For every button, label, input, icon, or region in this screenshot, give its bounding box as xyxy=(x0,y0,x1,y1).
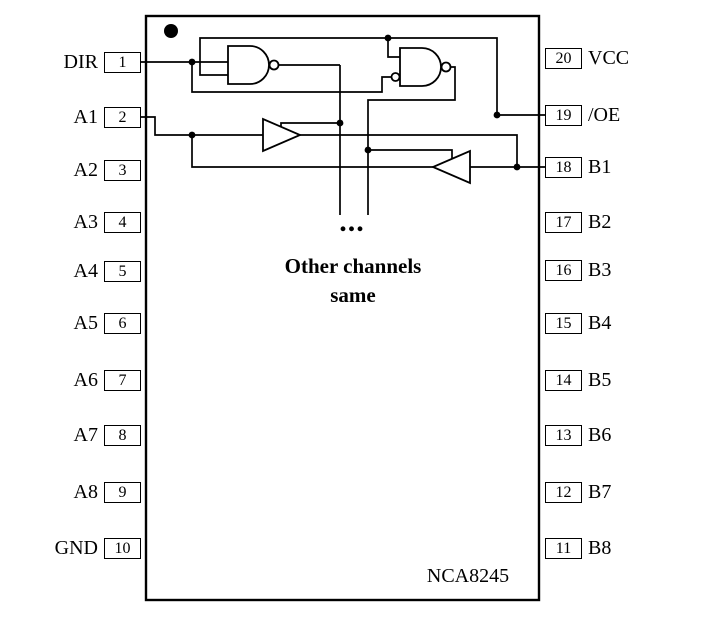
pin-box-14: 14 xyxy=(545,370,582,391)
oe-net-wire xyxy=(199,37,545,116)
pin-box-3: 3 xyxy=(104,160,141,181)
junction-dot xyxy=(513,163,521,171)
output-bubble-icon xyxy=(440,61,452,73)
nand-gate-1-icon xyxy=(227,45,280,85)
pin-label-b6: B6 xyxy=(588,424,612,446)
pin-box-16: 16 xyxy=(545,260,582,281)
junction-dots xyxy=(188,34,521,171)
pin-box-5: 5 xyxy=(104,261,141,282)
junction-dot xyxy=(384,34,392,42)
pin-box-6: 6 xyxy=(104,313,141,334)
a1-net-wire xyxy=(141,116,433,168)
pin-box-7: 7 xyxy=(104,370,141,391)
junction-dot xyxy=(188,131,196,139)
note-line-1: Other channels xyxy=(284,254,422,278)
pin-box-11: 11 xyxy=(545,538,582,559)
pin-label-b1: B1 xyxy=(588,156,612,178)
pin1-indicator-dot xyxy=(164,24,178,38)
nand-gate-2-icon xyxy=(390,47,452,87)
pin-label-a1: A1 xyxy=(73,106,98,128)
pin-box-9: 9 xyxy=(104,482,141,503)
pin-label-a8: A8 xyxy=(73,481,98,503)
pin-box-20: 20 xyxy=(545,48,582,69)
pin-label-dir: DIR xyxy=(63,51,98,73)
dir-net-wire xyxy=(141,61,391,93)
pin-label-a7: A7 xyxy=(73,424,98,446)
pin-label-b8: B8 xyxy=(588,537,612,559)
output-bubble-icon xyxy=(268,59,280,71)
pin-box-19: 19 xyxy=(545,105,582,126)
part-number: NCA8245 xyxy=(426,565,510,587)
pin-label-a3: A3 xyxy=(73,211,98,233)
pin-box-4: 4 xyxy=(104,212,141,233)
pin-label-b2: B2 xyxy=(588,211,612,233)
pin-label-a2: A2 xyxy=(73,159,98,181)
junction-dot xyxy=(493,111,501,119)
junction-dot xyxy=(336,119,344,127)
buffer-a-to-b-icon xyxy=(262,117,303,153)
pin-label-b4: B4 xyxy=(588,312,612,334)
pin-label-oe: /OE xyxy=(588,104,621,126)
pin-box-13: 13 xyxy=(545,425,582,446)
other-channels-ellipsis: ... xyxy=(339,205,365,238)
pin-label-vcc: VCC xyxy=(588,47,630,69)
pin-box-15: 15 xyxy=(545,313,582,334)
b1-net-wire xyxy=(300,134,545,168)
pin-box-1: 1 xyxy=(104,52,141,73)
pin-box-18: 18 xyxy=(545,157,582,178)
pin-label-b3: B3 xyxy=(588,259,612,281)
chip-outline xyxy=(144,14,541,602)
pin-label-a4: A4 xyxy=(73,260,98,282)
input-bubble-icon xyxy=(390,72,401,82)
pin-box-8: 8 xyxy=(104,425,141,446)
note-line-2: same xyxy=(330,283,376,307)
junction-dot xyxy=(364,146,372,154)
pin-box-2: 2 xyxy=(104,107,141,128)
pin-label-a5: A5 xyxy=(73,312,98,334)
pin-label-a6: A6 xyxy=(73,369,98,391)
buffer-b-to-a-icon xyxy=(430,149,471,185)
junction-dot xyxy=(188,58,196,66)
pin-box-12: 12 xyxy=(545,482,582,503)
pin-label-gnd: GND xyxy=(54,537,98,559)
pin-label-b5: B5 xyxy=(588,369,612,391)
enable2-wire xyxy=(367,66,456,215)
other-channels-note: Other channels same xyxy=(238,252,468,310)
pin-box-17: 17 xyxy=(545,212,582,233)
pin-label-b7: B7 xyxy=(588,481,612,503)
pin-box-10: 10 xyxy=(104,538,141,559)
